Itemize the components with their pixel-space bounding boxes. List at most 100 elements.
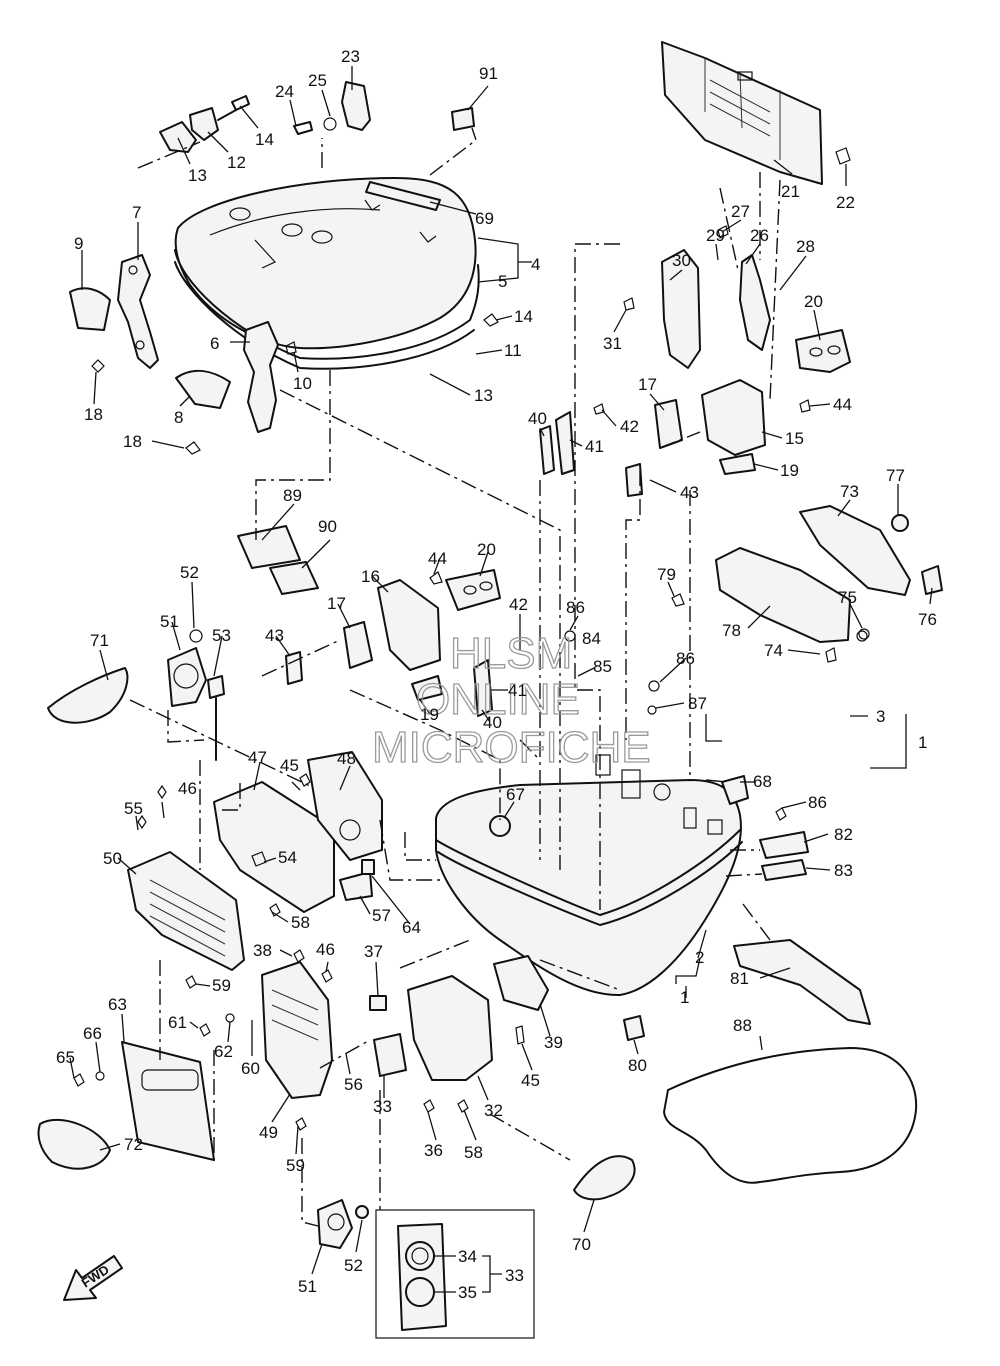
watermark-line-3: MICROFICHE bbox=[372, 723, 651, 772]
callout-1-b: 1 bbox=[680, 988, 689, 1007]
case-trim-parts bbox=[623, 775, 871, 1041]
handle-lower bbox=[573, 1155, 636, 1201]
callout-64: 64 bbox=[402, 918, 421, 937]
callout-2: 2 bbox=[695, 948, 704, 967]
callout-52: 52 bbox=[180, 563, 199, 582]
callout-12: 12 bbox=[227, 153, 246, 172]
callout-74: 74 bbox=[764, 641, 783, 660]
callout-45-b: 45 bbox=[521, 1071, 540, 1090]
lower-speaker-housing bbox=[261, 955, 549, 1099]
callout-43: 43 bbox=[680, 483, 699, 502]
callout-18: 18 bbox=[84, 405, 103, 424]
callout-56: 56 bbox=[344, 1075, 363, 1094]
callout-59-b: 59 bbox=[286, 1156, 305, 1175]
callout-81: 81 bbox=[730, 969, 749, 988]
mat-panel bbox=[661, 41, 823, 185]
callout-35: 35 bbox=[458, 1283, 477, 1302]
callout-86-c: 86 bbox=[808, 793, 827, 812]
callout-1: 1 bbox=[918, 733, 927, 752]
callout-37: 37 bbox=[364, 942, 383, 961]
callout-58-b: 58 bbox=[464, 1143, 483, 1162]
lower-left-trim bbox=[37, 1041, 215, 1170]
callout-22: 22 bbox=[836, 193, 855, 212]
callout-65: 65 bbox=[56, 1048, 75, 1067]
callout-86-b: 86 bbox=[676, 649, 695, 668]
callout-29: 29 bbox=[706, 226, 725, 245]
callout-85: 85 bbox=[593, 657, 612, 676]
callout-17: 17 bbox=[638, 375, 657, 394]
brackets-mid bbox=[285, 569, 501, 717]
callout-21: 21 bbox=[781, 182, 800, 201]
callout-68: 68 bbox=[753, 772, 772, 791]
callout-numbers: 23 91 24 25 14 12 13 69 7 9 4 5 21 22 27… bbox=[56, 47, 937, 1302]
callout-9: 9 bbox=[74, 234, 83, 253]
callout-44-b: 44 bbox=[428, 549, 447, 568]
callout-13: 13 bbox=[188, 166, 207, 185]
callout-54: 54 bbox=[278, 848, 297, 867]
callout-63: 63 bbox=[108, 995, 127, 1014]
hinge-bracket-right bbox=[175, 321, 279, 433]
callout-60: 60 bbox=[241, 1059, 260, 1078]
callout-70: 70 bbox=[572, 1235, 591, 1254]
callout-78: 78 bbox=[722, 621, 741, 640]
callout-41-b: 41 bbox=[508, 681, 527, 700]
watermark: HLSM ONLINE MICROFICHE bbox=[371, 628, 651, 772]
callout-14-b: 14 bbox=[514, 307, 533, 326]
callout-24: 24 bbox=[275, 82, 294, 101]
callout-88: 88 bbox=[733, 1016, 752, 1035]
callout-86: 86 bbox=[566, 598, 585, 617]
callout-5: 5 bbox=[498, 272, 507, 291]
callout-19: 19 bbox=[780, 461, 799, 480]
callout-23: 23 bbox=[341, 47, 360, 66]
callout-79: 79 bbox=[657, 565, 676, 584]
callout-83: 83 bbox=[834, 861, 853, 880]
small-plates-upper bbox=[539, 411, 643, 497]
callout-57: 57 bbox=[372, 906, 391, 925]
callout-39: 39 bbox=[544, 1033, 563, 1052]
callout-19-b: 19 bbox=[420, 705, 439, 724]
callout-62: 62 bbox=[214, 1042, 233, 1061]
callout-46: 46 bbox=[178, 779, 197, 798]
callout-47: 47 bbox=[248, 748, 267, 767]
callout-42-b: 42 bbox=[509, 595, 528, 614]
callout-40: 40 bbox=[528, 409, 547, 428]
watermark-line-2: ONLINE bbox=[416, 675, 580, 724]
callout-45: 45 bbox=[280, 756, 299, 775]
callout-53: 53 bbox=[212, 626, 231, 645]
stickers bbox=[237, 107, 475, 595]
latch-assembly bbox=[654, 379, 766, 475]
callout-10: 10 bbox=[293, 374, 312, 393]
callout-16: 16 bbox=[361, 567, 380, 586]
callout-52-b: 52 bbox=[344, 1256, 363, 1275]
callout-6: 6 bbox=[210, 334, 219, 353]
callout-32: 32 bbox=[484, 1101, 503, 1120]
callout-17-b: 17 bbox=[327, 594, 346, 613]
callout-51: 51 bbox=[160, 612, 179, 631]
callout-91: 91 bbox=[479, 64, 498, 83]
callout-15: 15 bbox=[785, 429, 804, 448]
callout-41: 41 bbox=[585, 437, 604, 456]
callout-51-b: 51 bbox=[298, 1277, 317, 1296]
callout-48: 48 bbox=[337, 749, 356, 768]
leader-lines bbox=[69, 66, 933, 1293]
callout-33: 33 bbox=[373, 1097, 392, 1116]
top-case-lid bbox=[174, 177, 480, 370]
callout-72: 72 bbox=[124, 1135, 143, 1154]
callout-26: 26 bbox=[750, 226, 769, 245]
callout-55: 55 bbox=[124, 799, 143, 818]
callout-30: 30 bbox=[672, 251, 691, 270]
callout-73: 73 bbox=[840, 482, 859, 501]
callout-42: 42 bbox=[620, 417, 639, 436]
callout-71: 71 bbox=[90, 631, 109, 650]
callout-59: 59 bbox=[212, 976, 231, 995]
callout-27: 27 bbox=[731, 202, 750, 221]
callout-77: 77 bbox=[886, 466, 905, 485]
hinge-bracket-left bbox=[69, 254, 159, 369]
callout-82: 82 bbox=[834, 825, 853, 844]
callout-38: 38 bbox=[253, 941, 272, 960]
callout-84: 84 bbox=[582, 629, 601, 648]
floor-mat bbox=[663, 1047, 918, 1184]
callout-36: 36 bbox=[424, 1141, 443, 1160]
